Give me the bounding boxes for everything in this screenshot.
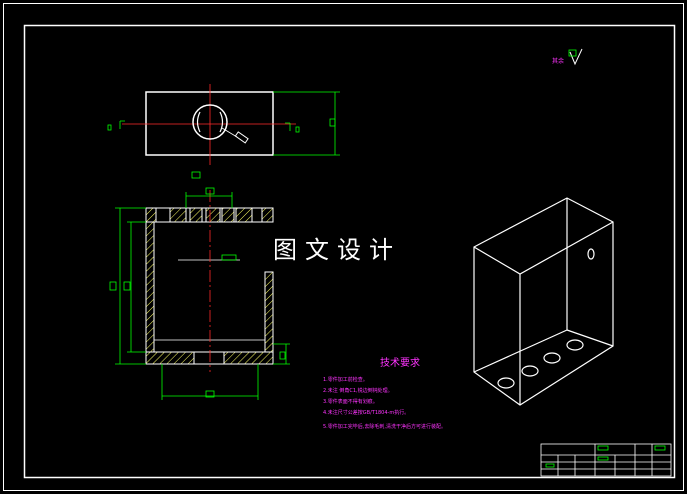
isometric-view [473, 197, 614, 406]
flange-seg [235, 207, 253, 223]
watermark: 图文设计 [273, 236, 401, 264]
front-section-view [145, 190, 274, 372]
tech-req-title: 技术要求 [380, 356, 420, 369]
iso-bottom-hole [497, 377, 515, 389]
iso-bottom-hole [543, 352, 561, 364]
roughness-label: 其余 [552, 57, 564, 65]
tech-req-item: 1.零件加工前检查。 [323, 376, 368, 383]
title-block [540, 443, 672, 477]
flange-seg [221, 207, 235, 223]
right-wall [264, 271, 274, 353]
top-view [122, 84, 296, 165]
top-view-hole-detail-left [196, 111, 201, 133]
top-view-dimensions [107, 91, 340, 156]
flange-seg [261, 207, 274, 223]
inner-frame [23, 24, 676, 479]
tech-req-item: 2.未注 倒角C1,锐边倒钝处理。 [323, 387, 393, 394]
base-left [145, 351, 195, 365]
top-view-outline [145, 91, 274, 156]
top-view-hole-detail-right [219, 111, 224, 133]
iso-side-hole [587, 248, 595, 260]
iso-bottom-hole [566, 339, 584, 351]
top-view-slot [234, 131, 249, 144]
flange-seg [205, 207, 221, 223]
flange-seg [145, 207, 157, 223]
flange-seg [189, 207, 203, 223]
top-view-hole [192, 104, 228, 140]
base-right [223, 351, 274, 365]
tech-req-item: 5.零件加工完毕后,去除毛刺,清洗干净后方可进行装配。 [323, 423, 446, 430]
front-view-dimensions [109, 171, 290, 400]
left-wall [145, 221, 155, 353]
tech-req-item: 3.零件表面不得有划痕。 [323, 398, 378, 405]
tech-req-item: 4.未注尺寸公差按GB/T1804-m执行。 [323, 409, 409, 416]
outer-border [3, 3, 684, 491]
top-view-leader [221, 127, 238, 138]
base-mid [193, 351, 225, 365]
iso-outline [473, 197, 614, 406]
iso-bottom-hole [521, 365, 539, 377]
technical-requirements: 技术要求 1.零件加工前检查。 2.未注 倒角C1,锐边倒钝处理。 3.零件表面… [323, 356, 446, 430]
iso-edge-front-top [473, 221, 614, 275]
roughness-symbol: 其余 [552, 48, 583, 66]
flange-seg [169, 207, 187, 223]
